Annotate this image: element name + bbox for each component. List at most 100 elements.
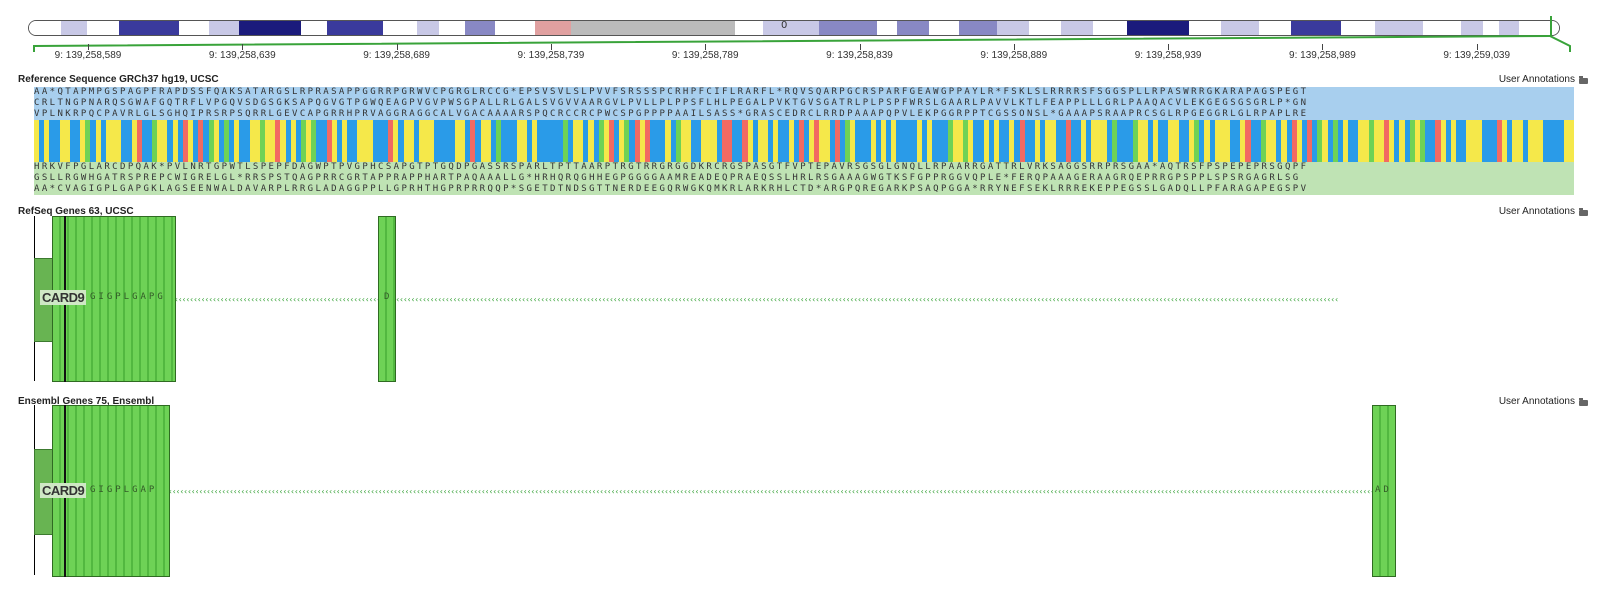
nucleotide-cell [193, 120, 199, 162]
nucleotide-cell [1384, 120, 1390, 162]
nucleotide-cell [408, 120, 415, 162]
nucleotide-cell [1271, 120, 1277, 162]
nucleotide-cell [357, 120, 364, 162]
nucleotide-cell [213, 120, 220, 162]
nucleotide-cell [798, 120, 805, 162]
ruler-tick-label: 9: 139,258,789 [671, 50, 739, 61]
nucleotide-cell [126, 120, 133, 162]
gene-label-card9[interactable]: CARD9 [40, 483, 87, 498]
nucleotide-cell [1122, 120, 1128, 162]
nucleotide-cell [1004, 120, 1010, 162]
nucleotide-cell [1153, 120, 1159, 162]
nucleotide-cell [321, 120, 328, 162]
nucleotide-cell [475, 120, 482, 162]
nucleotide-cell [1050, 120, 1057, 162]
nucleotide-cell [804, 120, 810, 162]
chromosome-position-marker[interactable] [1550, 16, 1552, 36]
nucleotide-cell [870, 120, 877, 162]
nucleotide-cell [1322, 120, 1329, 162]
exon-block[interactable] [1372, 405, 1396, 577]
nucleotide-cell [1353, 120, 1359, 162]
nucleotide-cell [1368, 120, 1375, 162]
refseq-user-annotations[interactable]: User Annotations [1499, 206, 1588, 217]
nucleotide-cell [75, 120, 81, 162]
refseq-gene-track[interactable]: ‹‹‹‹‹‹‹‹‹‹‹‹‹‹‹‹‹‹‹‹‹‹‹‹‹‹‹‹‹‹‹‹‹‹‹‹‹‹‹‹… [34, 216, 1574, 386]
nucleotide-cell [629, 120, 636, 162]
nucleotide-cell [819, 120, 826, 162]
reference-track-title: Reference Sequence GRCh37 hg19, UCSC [18, 74, 219, 85]
ruler-tick [88, 44, 89, 50]
ruler-tick-label: 9: 139,259,039 [1443, 50, 1511, 61]
ensembl-gene-track[interactable]: ‹‹‹‹‹‹‹‹‹‹‹‹‹‹‹‹‹‹‹‹‹‹‹‹‹‹‹‹‹‹‹‹‹‹‹‹‹‹‹‹… [34, 405, 1574, 580]
intron-strand-arrows: ‹‹‹‹‹‹‹‹‹‹‹‹‹‹‹‹‹‹‹‹‹‹‹‹‹‹‹‹‹‹‹‹‹‹‹‹‹‹‹‹… [168, 487, 1379, 496]
nucleotide-cell [470, 120, 476, 162]
chromosome-band [1221, 21, 1259, 35]
nucleotide-cell [1517, 120, 1524, 162]
nucleotide-cell [1373, 120, 1380, 162]
nucleotide-cell [747, 120, 754, 162]
nucleotide-cell [655, 120, 661, 162]
nucleotide-cell [1224, 120, 1231, 162]
nucleotide-cell [1086, 120, 1092, 162]
ruler-tick [242, 44, 244, 50]
chromosome-band [535, 21, 571, 35]
chromosome-band [209, 21, 239, 35]
nucleotide-cell [768, 120, 774, 162]
nucleotide-cell [963, 120, 969, 162]
nucleotide-cell [1543, 120, 1549, 162]
nucleotide-cell [911, 120, 918, 162]
reference-user-annotations[interactable]: User Annotations [1499, 74, 1588, 85]
nucleotide-cell [968, 120, 974, 162]
nucleotide-cell [932, 120, 938, 162]
reference-sequence[interactable]: AA*QTAPMPGSPAGPFRAPDSSFQAKSATARGSLRPRASA… [34, 87, 1574, 195]
nucleotide-cell [1358, 120, 1365, 162]
nucleotide-cell [1096, 120, 1103, 162]
chromosome-band [87, 21, 119, 35]
nucleotide-cell [603, 120, 610, 162]
user-annotations-label: User Annotations [1498, 396, 1575, 407]
nucleotide-cell [814, 120, 820, 162]
nucleotide-cell [1466, 120, 1472, 162]
nucleotide-cell [665, 120, 672, 162]
nucleotide-cell [701, 120, 707, 162]
nucleotide-cell [1250, 120, 1257, 162]
nucleotide-cell [1455, 120, 1462, 162]
chromosome-band [61, 21, 87, 35]
nucleotide-cell [598, 120, 605, 162]
nucleotide-cell [85, 120, 91, 162]
exon-amino-acids: GIGPLGAPG [90, 292, 166, 302]
nucleotide-cell [855, 120, 861, 162]
reverse-frame-2: GSLLRGWHGATRSPREPCWIGRELGL*RRSPSTQAGPRRC… [34, 173, 1574, 184]
nucleotide-cell [1491, 120, 1498, 162]
forward-frame-1: AA*QTAPMPGSPAGPFRAPDSSFQAKSATARGSLRPRASA… [34, 87, 1574, 98]
nucleotide-cell [249, 120, 256, 162]
forward-frame-2: CRLTNGPNARQSGWAFGQTRFLVPGQVSDGSGKSAPQGVG… [34, 98, 1574, 109]
nucleotide-cell [290, 120, 297, 162]
nucleotide-cell [1117, 120, 1123, 162]
nucleotide-cell [1291, 120, 1298, 162]
nucleotide-cell [839, 120, 846, 162]
nucleotide-cell [614, 120, 620, 162]
nucleotide-cell [1420, 120, 1426, 162]
chromosome-band [495, 21, 535, 35]
nucleotide-cell [275, 120, 281, 162]
nucleotide-cell [783, 120, 790, 162]
nucleotide-cell [1363, 120, 1370, 162]
nucleotide-cell [1070, 120, 1077, 162]
nucleotide-cell [372, 120, 379, 162]
exon-block[interactable] [378, 216, 396, 382]
nucleotide-cell [1199, 120, 1205, 162]
chromosome-band [1127, 21, 1189, 35]
nucleotide-cell [146, 120, 153, 162]
nucleotide-cell [670, 120, 677, 162]
nucleotide-cell [947, 120, 954, 162]
gene-label-card9[interactable]: CARD9 [40, 290, 87, 305]
nucleotide-cell [90, 120, 97, 162]
ruler-tick [1013, 44, 1015, 50]
ensembl-user-annotations[interactable]: User Annotations [1499, 396, 1588, 407]
nucleotide-cell [383, 120, 389, 162]
nucleotide-cell [624, 120, 630, 162]
nucleotide-cell [393, 120, 399, 162]
chromosome-ideogram[interactable]: 0 [28, 20, 1560, 36]
